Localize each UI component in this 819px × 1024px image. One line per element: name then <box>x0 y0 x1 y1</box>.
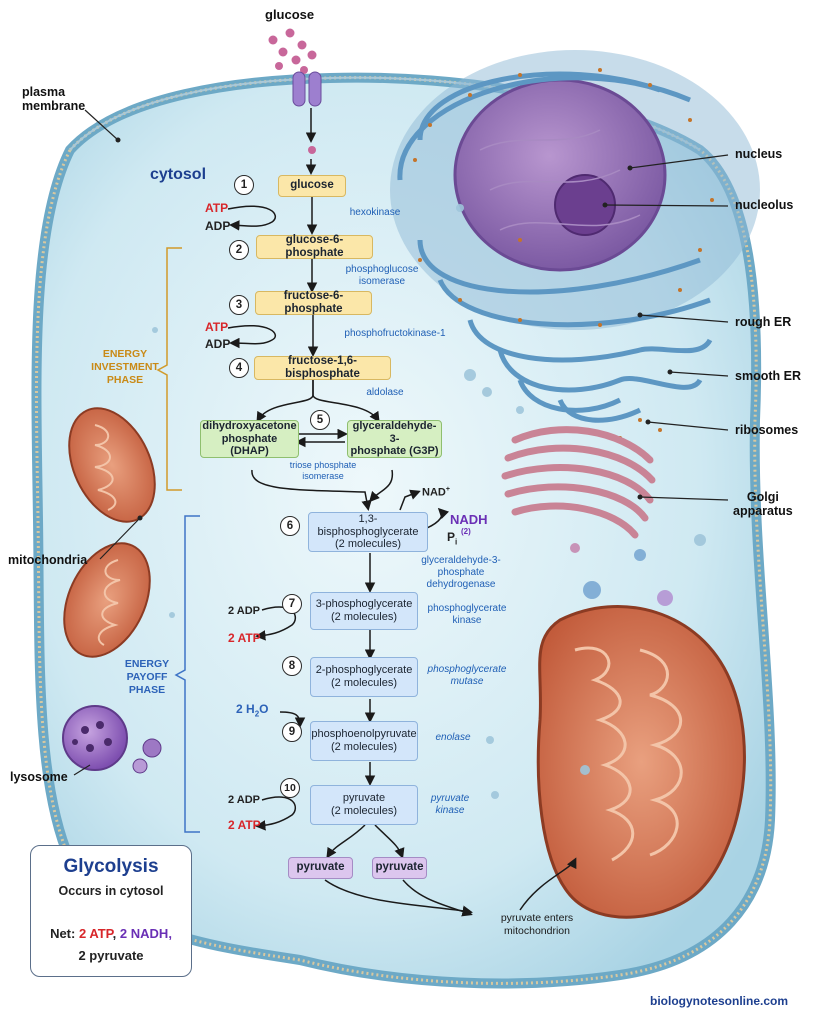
payoff-bracket <box>174 515 200 833</box>
leader-dots <box>115 137 673 521</box>
payoff-phase-label: ENERGY PAYOFF PHASE <box>124 658 170 697</box>
step-7: 7 <box>282 594 302 614</box>
cytosol-label: cytosol <box>150 166 207 183</box>
pi-text: P <box>447 530 456 544</box>
summary-net-line: Net: 2 ATP, 2 NADH, <box>30 926 192 941</box>
step-5: 5 <box>310 410 330 430</box>
step-4: 4 <box>229 358 249 378</box>
label-leaders <box>73 109 729 776</box>
step-9: 9 <box>282 722 302 742</box>
summary-net-prefix: Net: <box>50 926 79 941</box>
glucose-particles <box>268 28 317 154</box>
pyruvate-box-left: pyruvate <box>288 857 353 879</box>
enzyme-phosphoglycerate-mutase: phosphoglycerate mutase <box>427 664 507 687</box>
phosphoenolpyruvate-box: phosphoenolpyruvate (2 molecules) <box>310 721 418 761</box>
summary-net-end: , <box>168 926 172 941</box>
step-8: 8 <box>282 656 302 676</box>
nad-plus: NAD+ <box>422 486 450 499</box>
adp-step3: ADP <box>205 337 231 351</box>
pi-input: Pi <box>447 530 457 546</box>
bisphosphoglycerate-box: 1,3-bisphosphoglycerate (2 molecules) <box>308 512 428 552</box>
fructose-1-6-bisphosphate-box: fructose-1,6-bisphosphate <box>254 355 391 380</box>
2-phosphoglycerate-box: 2-phosphoglycerate (2 molecules) <box>310 657 418 697</box>
er-organelle <box>397 71 713 423</box>
nad-superscript: + <box>445 486 450 493</box>
atp-step1: ATP <box>205 201 229 215</box>
glucose-6-phosphate-box: glucose-6-phosphate <box>256 234 373 259</box>
nadh-count: (2) <box>461 527 471 536</box>
pi-subscript: i <box>455 537 458 547</box>
adp-step1: ADP <box>205 219 231 233</box>
summary-net-sep: , <box>112 926 120 941</box>
mitochondria-label: mitochondria <box>8 553 88 567</box>
ribosomes-label: ribosomes <box>735 423 799 437</box>
adp-step10: 2 ADP <box>228 794 260 806</box>
pyruvate-2-molecules-box: pyruvate (2 molecules) <box>310 785 418 825</box>
atp-step7: 2 ATP <box>228 631 261 645</box>
pathway-arrows <box>251 108 577 917</box>
dhap-box: dihydroxyacetone phosphate (DHAP) <box>200 420 299 458</box>
step-3: 3 <box>229 295 249 315</box>
enzyme-phosphoglycerate-kinase: phosphoglycerate kinase <box>427 603 507 626</box>
pyruvate-box-right: pyruvate <box>372 857 427 879</box>
plasma-membrane-label: plasma membrane <box>22 85 86 114</box>
lysosome-label: lysosome <box>10 770 68 784</box>
summary-subtitle: Occurs in cytosol <box>58 884 164 898</box>
golgi-organelle <box>501 426 656 539</box>
website-label: biologynotesonline.com <box>650 994 789 1008</box>
glucose-top-label: glucose <box>265 7 315 22</box>
mitochondrion-left-2 <box>63 542 151 658</box>
nadh-text: NADH <box>450 512 488 527</box>
rough-er-label: rough ER <box>735 315 792 329</box>
pyruvate-enters-note: pyruvate enters mitochondrion <box>500 912 574 937</box>
fructose-6-phosphate-box: fructose-6-phosphate <box>255 290 372 315</box>
g3p-box: glyceraldehyde-3- phosphate (G3P) <box>347 420 442 458</box>
smooth-er-label: smooth ER <box>735 369 801 383</box>
water-h: 2 H <box>236 702 255 716</box>
step-2: 2 <box>229 240 249 260</box>
enzyme-enolase: enolase <box>435 732 471 743</box>
enzyme-triose-phosphate-isomerase: triose phosphate isomerase <box>289 460 357 481</box>
summary-net-nadh: 2 NADH <box>119 926 169 941</box>
nadh-output: NADH <box>450 512 488 527</box>
enzyme-phosphoglucose-isomerase: phosphoglucose isomerase <box>345 264 419 287</box>
step-6: 6 <box>280 516 300 536</box>
step-1: 1 <box>234 175 254 195</box>
summary-net-atp: 2 ATP <box>78 926 113 941</box>
summary-box <box>30 845 192 977</box>
nucleus-organelle <box>390 50 760 330</box>
atp-step10: 2 ATP <box>228 818 261 832</box>
nucleus-label: nucleus <box>735 147 783 161</box>
golgi-label: Golgi apparatus <box>733 490 793 519</box>
enzyme-hexokinase: hexokinase <box>349 207 401 218</box>
summary-net-pyruvate: 2 pyruvate <box>78 948 144 963</box>
lysosome-organelle <box>62 705 162 774</box>
summary-title: Glycolysis <box>63 856 159 877</box>
adp-step7: 2 ADP <box>228 605 260 617</box>
investment-bracket <box>156 247 182 491</box>
glucose-transporter <box>292 71 322 107</box>
nad-text: NAD <box>422 486 446 499</box>
glucose-box: glucose <box>278 175 346 197</box>
enzyme-phosphofructokinase: phosphofructokinase-1 <box>344 328 446 339</box>
mitochondrion-left-1 <box>68 407 156 523</box>
enzyme-gapdh: glyceraldehyde-3- phosphate dehydrogenas… <box>421 555 501 590</box>
water-subscript: 2 <box>254 709 260 719</box>
enzyme-aldolase: aldolase <box>366 387 404 398</box>
step-10: 10 <box>280 778 300 798</box>
vesicles <box>152 204 706 799</box>
water-step9: 2 H2O <box>236 702 268 718</box>
water-o: O <box>259 702 269 716</box>
3-phosphoglycerate-box: 3-phosphoglycerate (2 molecules) <box>310 592 418 630</box>
atp-step3: ATP <box>205 320 229 334</box>
mitochondrion-large <box>536 605 746 919</box>
nucleolus-label: nucleolus <box>735 198 794 212</box>
investment-phase-label: ENERGY INVESTMENT PHASE <box>91 348 159 387</box>
enzyme-pyruvate-kinase: pyruvate kinase <box>430 793 470 816</box>
